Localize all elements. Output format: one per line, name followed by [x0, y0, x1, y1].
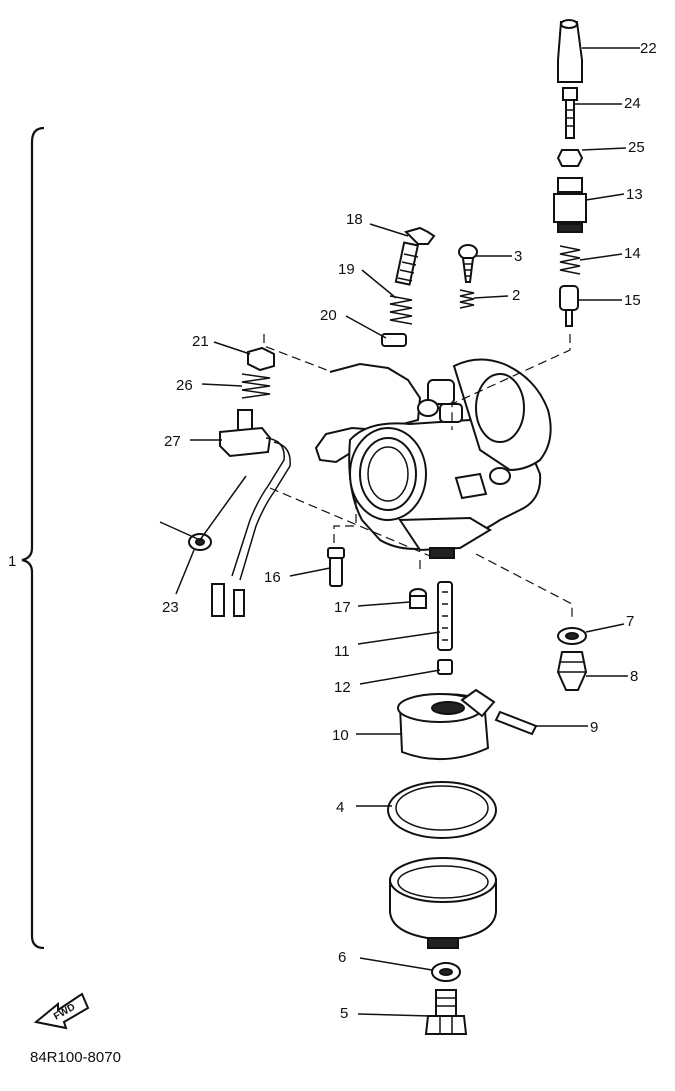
callout-24: 24 [624, 95, 641, 112]
part-4-gasket [387, 781, 497, 839]
part-26-spring [241, 373, 271, 399]
part-5-drain-bolt [424, 989, 468, 1035]
fwd-arrow-icon: FWD [33, 992, 90, 1030]
part-27-starter-plunger [211, 409, 291, 617]
callout-4: 4 [336, 799, 344, 816]
part-7-washer [557, 627, 587, 645]
callout-17: 17 [334, 599, 351, 616]
callout-10: 10 [332, 727, 349, 744]
callout-8: 8 [630, 668, 638, 685]
part-12-main-jet [437, 659, 453, 675]
part-15-throttle-valve [559, 285, 579, 327]
part-14-spring [559, 245, 581, 275]
part-13-mixing-chamber-top [553, 177, 587, 233]
part-22-cap [557, 19, 583, 83]
callout-18: 18 [346, 211, 363, 228]
callout-1: 1 [8, 553, 16, 570]
carburetor-body [314, 358, 552, 559]
part-20-washer [381, 333, 407, 347]
callout-27: 27 [164, 433, 181, 450]
assembly-line-left [333, 500, 357, 544]
part-19-spring [389, 295, 413, 325]
callout-15: 15 [624, 292, 641, 309]
float-chamber-bowl [389, 857, 497, 949]
part-11-needle-jet [437, 581, 453, 651]
part-24-cable-adjuster [562, 87, 578, 139]
callout-11: 11 [334, 643, 350, 660]
assembly-line-drain [475, 553, 573, 618]
assembly-line-throttle [451, 334, 571, 430]
part-25-nut [556, 149, 584, 167]
assembly-line-cap [263, 334, 333, 373]
assembly-brace [21, 126, 45, 950]
part-3-pilot-screw [458, 244, 478, 283]
assembly-line-starter [269, 487, 431, 557]
callout-22: 22 [640, 40, 657, 57]
callout-2: 2 [512, 287, 520, 304]
part-10-float [397, 688, 496, 761]
callout-19: 19 [338, 261, 355, 278]
callout-26: 26 [176, 377, 193, 394]
catalog-code: 84R100-8070 [30, 1049, 121, 1066]
callout-3: 3 [514, 248, 522, 265]
part-8-drain-screw [556, 651, 588, 691]
callout-14: 14 [624, 245, 641, 262]
callout-7: 7 [626, 613, 634, 630]
callout-13: 13 [626, 186, 643, 203]
callout-23: 23 [162, 599, 179, 616]
callout-20: 20 [320, 307, 337, 324]
callout-12: 12 [334, 679, 351, 696]
part-16-plug [327, 547, 345, 587]
part-2-spring [459, 289, 475, 309]
part-18-throttle-stop-screw [394, 226, 436, 286]
part-17-screw [409, 588, 427, 609]
callout-16: 16 [264, 569, 281, 586]
callout-5: 5 [340, 1005, 348, 1022]
callout-21: 21 [192, 333, 209, 350]
callout-6: 6 [338, 949, 346, 966]
callout-25: 25 [628, 139, 645, 156]
part-6-washer [431, 962, 461, 982]
part-21-cap [247, 346, 275, 372]
callout-9: 9 [590, 719, 598, 736]
part-9-float-pin [494, 710, 538, 736]
